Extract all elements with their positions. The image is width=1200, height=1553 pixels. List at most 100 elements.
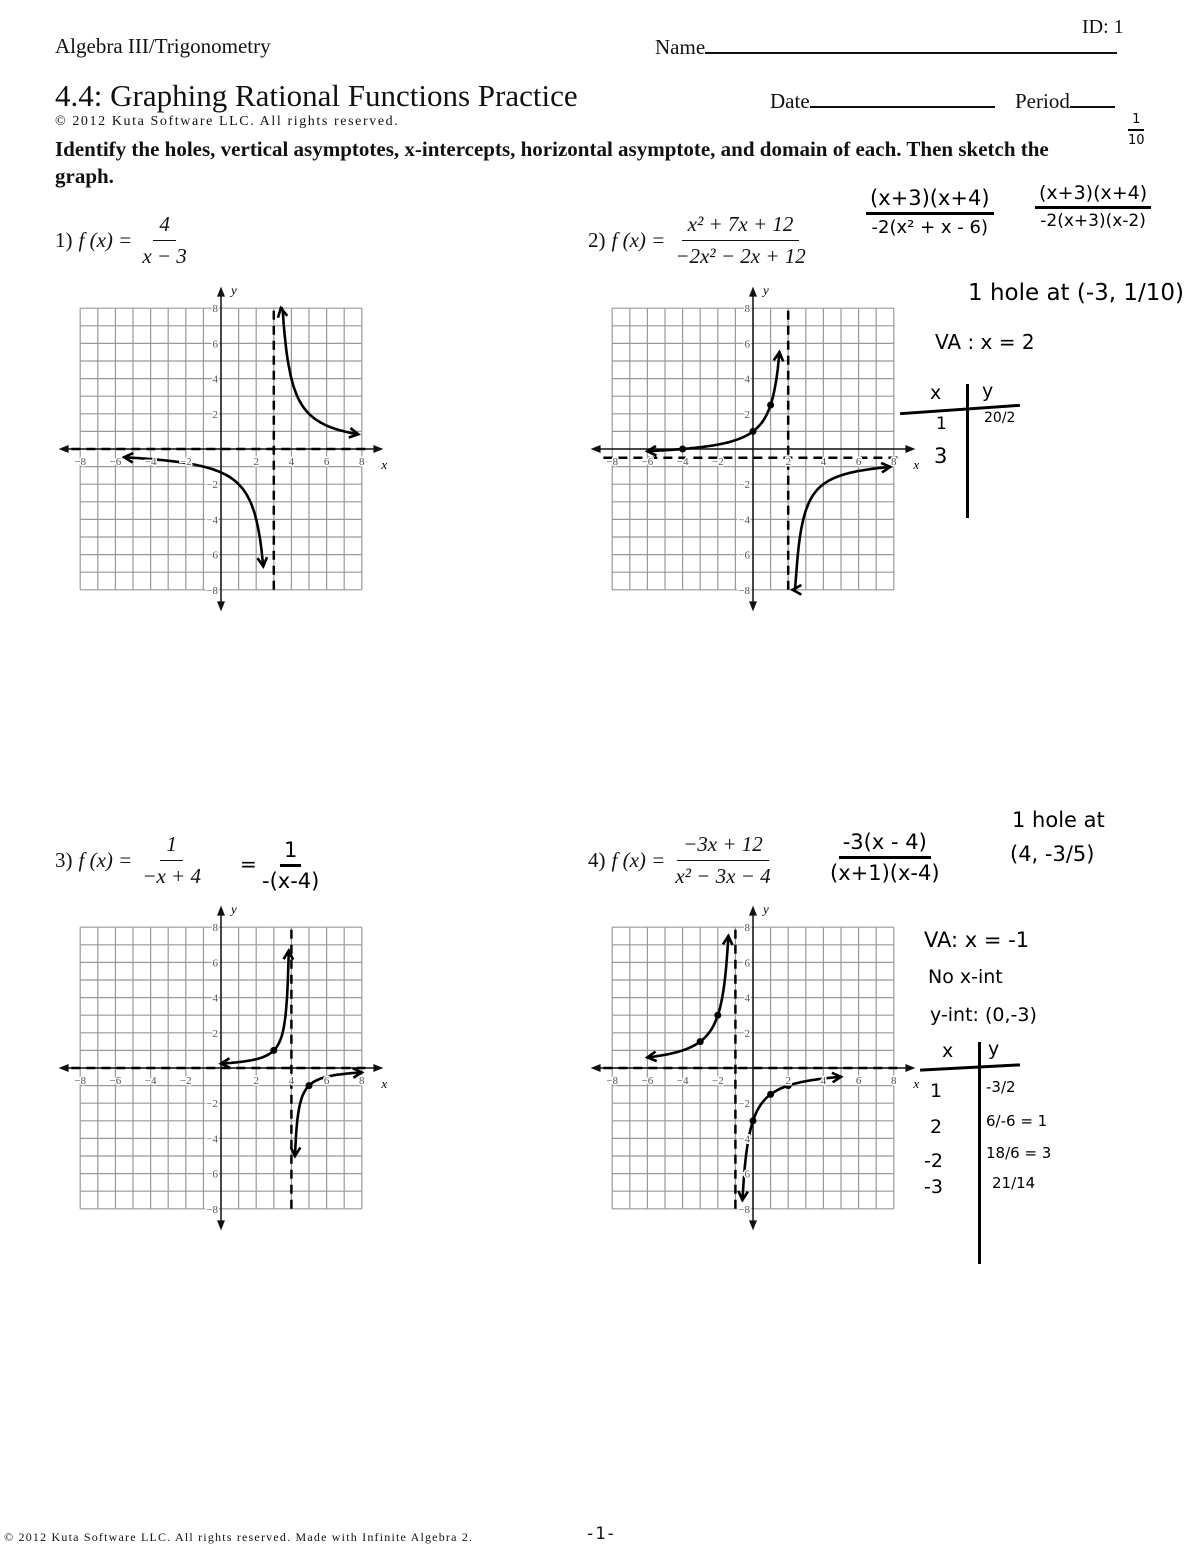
hw-p3-rewrite: 1-(x-4) [262,838,319,893]
x-tick-label: −8 [74,1075,86,1087]
y-tick-label: 6 [745,957,751,969]
hw-table-cell: -2 [924,1150,943,1172]
curve-arrow-icon [289,1146,302,1159]
numerator: −3x + 12 [677,832,769,861]
y-tick-label: −6 [206,1169,218,1181]
plotted-point [679,445,687,453]
x-tick-label: 6 [856,1075,862,1087]
curve-arrow-icon [721,933,734,946]
sketched-curve [122,456,265,568]
y-tick-label: −4 [738,514,750,526]
x-axis-arrow-right-icon [905,1064,916,1072]
x-tick-label: 8 [891,456,897,468]
x-axis-arrow-right-icon [905,445,916,453]
hw-num: 1 [279,838,302,867]
y-tick-label: 6 [213,338,219,350]
hw-p4-table: x y 1 -3/2 2 6/-6 = 1 -2 18/6 = 3 -3 21/… [919,1038,1060,1265]
hw-table-cell: 1 [930,1080,943,1102]
x-tick-label: −8 [606,1075,618,1087]
hw-table-hline [919,1063,1021,1072]
sketched-curve [279,306,360,436]
x-axis-arrow-left-icon [590,445,601,453]
hw-table-cell: 18/6 = 3 [986,1144,1052,1162]
x-tick-label: −4 [145,456,157,468]
x-tick-label: 8 [891,1075,897,1087]
y-axis-label: y [229,283,237,298]
hw-table-head-y: y [982,380,994,402]
hw-table-vline [978,1042,981,1264]
hw-num: -3(x - 4) [838,830,931,859]
worksheet-id: ID: 1 [1082,16,1124,38]
numerator: x² + 7x + 12 [681,212,800,241]
x-tick-label: 6 [324,456,330,468]
y-tick-label: 8 [213,922,219,934]
y-tick-label: 2 [213,1028,219,1040]
plotted-point [767,401,775,409]
x-tick-label: −2 [712,1075,724,1087]
curve-arrow-icon [644,1050,658,1063]
problem-2: 2) f (x) = x² + 7x + 12−2x² − 2x + 12 [588,212,812,269]
hw-p2-factor-1: (x+3)(x+4)-2(x² + x - 6) [866,186,994,238]
hw-num: (x+3)(x+4) [1035,182,1152,209]
period-line [1069,88,1115,108]
copyright: © 2012 Kuta Software LLC. All rights res… [55,114,400,129]
y-tick-label: 4 [213,993,219,1005]
period-field[interactable]: Period [1015,88,1115,114]
x-tick-label: −4 [677,1075,689,1087]
y-tick-label: 8 [213,303,219,315]
hw-den: -2(x² + x - 6) [871,217,988,238]
y-tick-label: −8 [206,1204,218,1216]
curve-arrow-icon [282,947,295,961]
x-axis-arrow-right-icon [373,445,384,453]
period-label: Period [1015,89,1070,113]
plotted-point [270,1046,278,1054]
curve-arrow-icon [831,1071,844,1084]
curve-arrow-icon [789,583,802,596]
hw-table-vline [966,384,969,518]
y-axis-arrow-up-icon [749,905,757,916]
hw-table-head-x: x [930,382,942,404]
y-axis-arrow-down-icon [749,1220,757,1231]
hw-den: -(x-4) [262,869,320,893]
fraction: x² + 7x + 12−2x² − 2x + 12 [669,212,811,269]
y-tick-label: −2 [738,479,750,491]
problem-number: 3) [55,848,73,872]
hw-table-cell: 6/-6 = 1 [986,1112,1048,1130]
y-tick-label: 6 [213,957,219,969]
x-tick-label: −8 [74,456,86,468]
function-name: f (x) = [611,848,666,872]
y-axis-arrow-up-icon [217,905,225,916]
curve-arrow-icon [121,451,134,464]
x-axis-arrow-left-icon [590,1064,601,1072]
y-tick-label: −4 [206,1133,218,1145]
x-tick-label: −2 [180,1075,192,1087]
x-axis-arrow-right-icon [373,1064,384,1072]
hw-p4-xint: No x-int [928,966,1003,988]
name-field[interactable]: Name [655,34,1118,60]
hw-p2-hole: 1 hole at (-3, 1/10) [968,280,1185,306]
y-axis-arrow-down-icon [749,601,757,612]
date-field[interactable]: Date [770,88,995,114]
sketched-curve [791,465,892,592]
x-tick-label: −2 [712,456,724,468]
instructions: Identify the holes, vertical asymptotes,… [55,137,1049,188]
sketched-curve [646,934,730,1059]
x-tick-label: −8 [606,456,618,468]
x-tick-label: −2 [180,456,192,468]
page-title: 4.4: Graphing Rational Functions Practic… [55,78,578,113]
y-tick-label: 8 [745,922,751,934]
x-tick-label: −4 [677,456,689,468]
y-tick-label: 4 [745,993,751,1005]
x-tick-label: 8 [359,1075,365,1087]
y-axis-label: y [761,283,769,298]
hw-p4-yint: y-int: (0,-3) [930,1004,1037,1026]
function-name: f (x) = [78,848,133,872]
hw-den: -2(x+3)(x-2) [1040,211,1146,231]
y-tick-label: −8 [738,585,750,597]
hw-num: 1 [1128,112,1145,131]
function-name: f (x) = [78,228,133,252]
